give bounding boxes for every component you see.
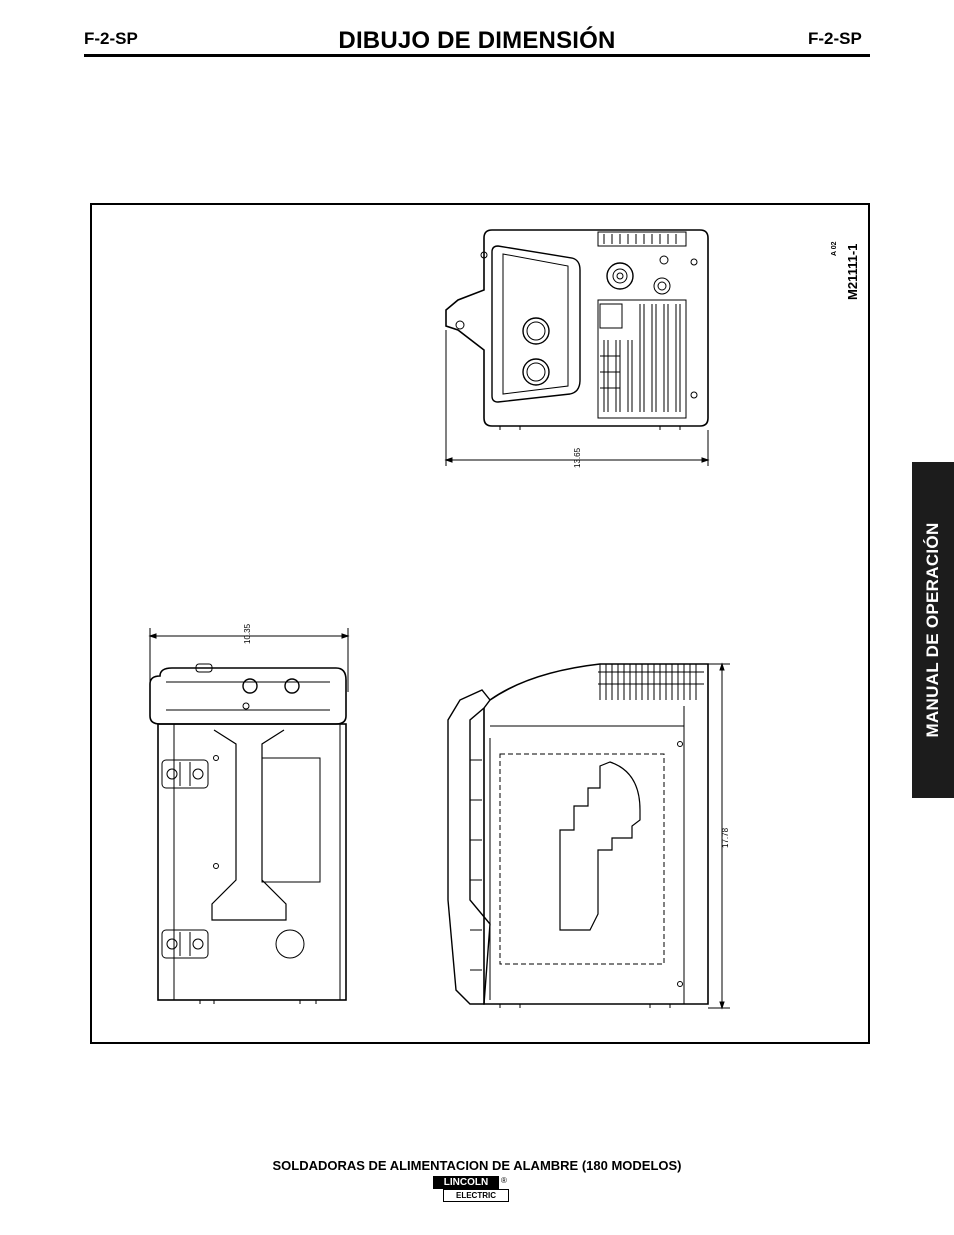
top-view xyxy=(445,229,709,430)
logo-lincoln: LINCOLN xyxy=(433,1176,499,1189)
dim-line-top xyxy=(444,330,710,466)
logo-electric: ELECTRIC xyxy=(443,1189,509,1202)
dim-top-width: 13.65 xyxy=(573,447,582,468)
section-tab-label: MANUAL DE OPERACIÓN xyxy=(923,522,942,738)
dim-front-width: 10.35 xyxy=(243,623,252,644)
front-view xyxy=(148,628,350,1004)
footer-title: SOLDADORAS DE ALIMENTACION DE ALAMBRE (1… xyxy=(272,1158,682,1173)
dim-side-height: 17.78 xyxy=(721,827,730,848)
section-code-right: F-2-SP xyxy=(808,29,862,48)
drawing-number: M21111-1 xyxy=(845,244,860,300)
side-view xyxy=(447,662,730,1010)
drawing-revision: A 02 xyxy=(831,241,838,256)
lincoln-electric-logo: LINCOLN ELECTRIC ® xyxy=(433,1176,511,1206)
header-rule xyxy=(84,54,870,57)
page-title: DIBUJO DE DIMENSIÓN xyxy=(338,27,616,54)
section-code-left: F-2-SP xyxy=(84,29,138,48)
registered-mark: ® xyxy=(501,1176,507,1185)
section-tab: MANUAL DE OPERACIÓN xyxy=(912,462,954,798)
drawing-frame xyxy=(90,203,870,1044)
